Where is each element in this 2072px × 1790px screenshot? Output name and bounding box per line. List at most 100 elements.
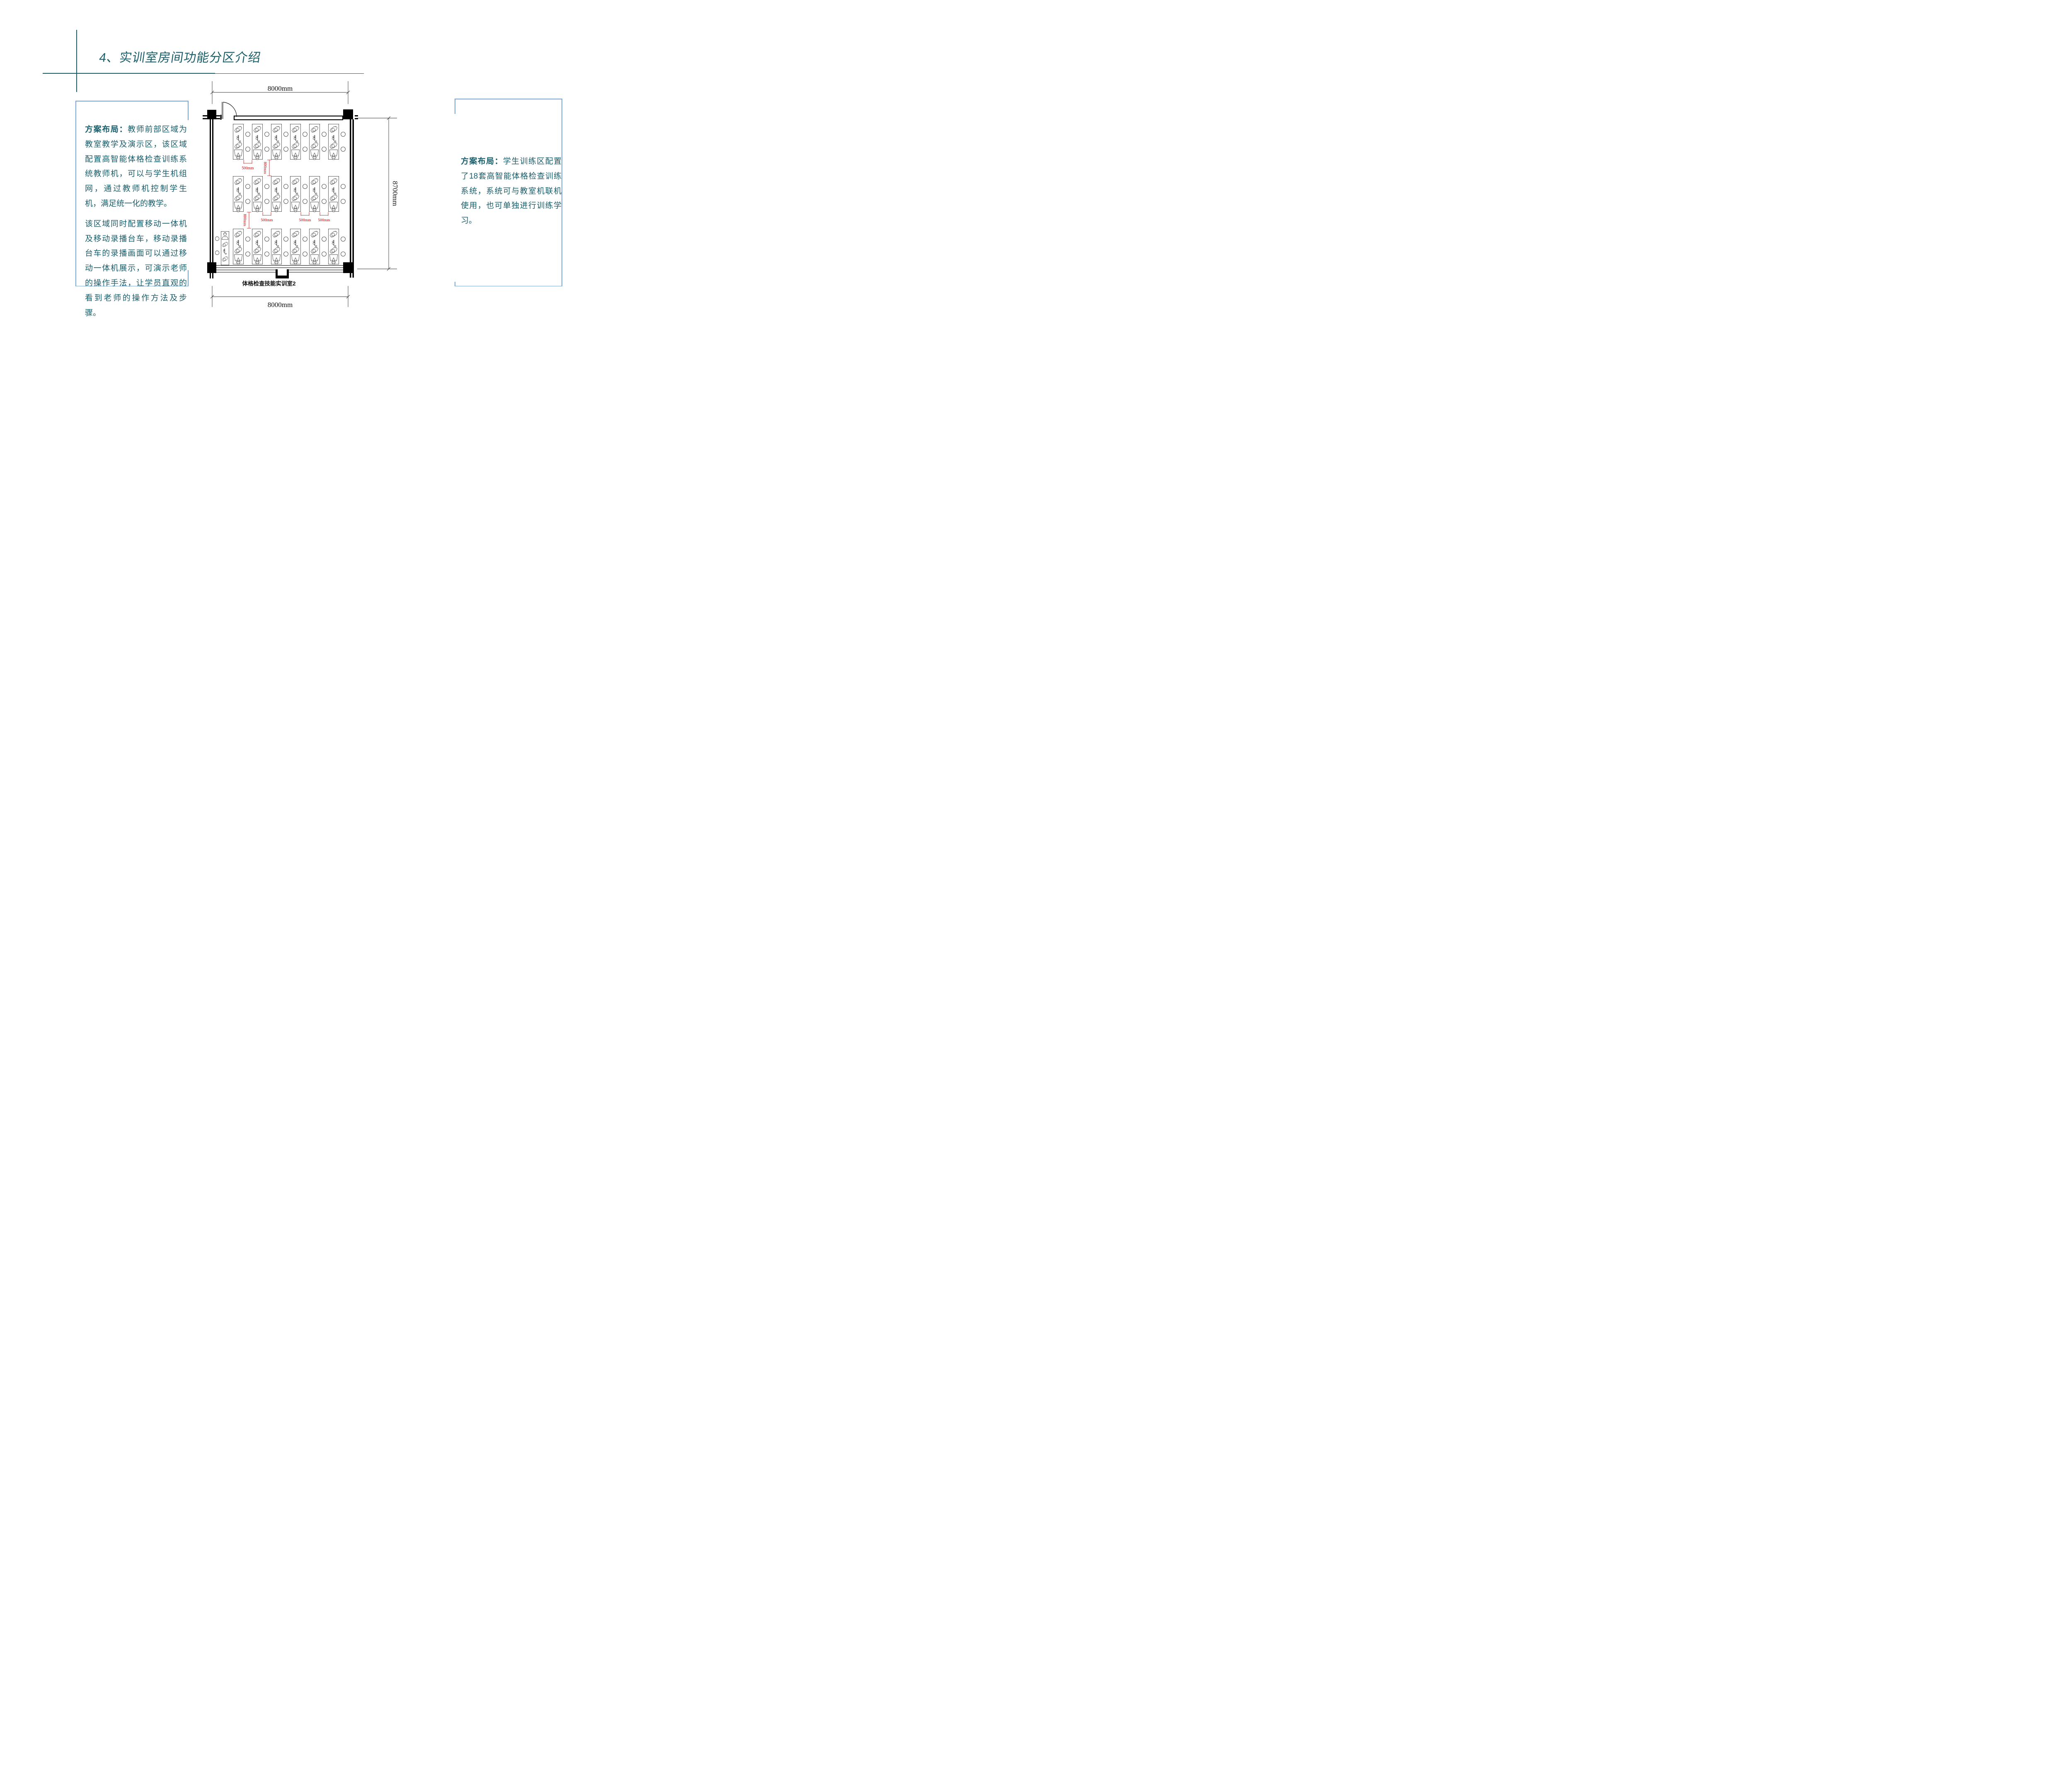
- stool: [264, 184, 269, 189]
- wall-stubs: [203, 115, 358, 278]
- stool: [283, 199, 288, 204]
- stool: [341, 199, 346, 204]
- student-station: [271, 229, 281, 264]
- student-station: [309, 124, 320, 160]
- student-station: [290, 229, 300, 264]
- room-caption: 体格检查技能实训室2: [242, 280, 295, 287]
- dim-gap-800mm-rows-1-2: 800mm: [263, 160, 271, 176]
- column-bottom-right: [343, 262, 354, 273]
- column-top-left: [207, 110, 216, 119]
- dimension-right-8700mm: 8700mm: [357, 116, 399, 271]
- stool: [341, 237, 346, 242]
- svg-text:500mm: 500mm: [299, 218, 311, 223]
- stool: [322, 237, 327, 242]
- right-description-panel: 方案布局：学生训练区配置了18套高智能体格检查训练系统，系统可与教室机联机使用，…: [461, 154, 562, 228]
- dim-gap-800mm-rows-2-3: 800mm: [242, 212, 251, 229]
- stool: [341, 184, 346, 189]
- student-station: [271, 124, 281, 160]
- student-station: [252, 176, 262, 212]
- stool: [303, 147, 307, 152]
- left-panel-label: 方案布局：: [85, 125, 128, 134]
- right-panel-paragraph: 方案布局：学生训练区配置了18套高智能体格检查训练系统，系统可与教室机联机使用，…: [461, 157, 562, 225]
- stool: [341, 252, 346, 256]
- slide-canvas: 4、实训室房间功能分区介绍 方案布局：教师前部区域为教室教学及演示区，该区域配置…: [0, 0, 637, 358]
- stool: [303, 184, 307, 189]
- stool: [264, 199, 269, 204]
- stations-layer: [215, 124, 346, 265]
- bottom-wall-bay: [276, 269, 289, 278]
- student-station: [290, 176, 300, 212]
- column-top-right: [343, 109, 353, 119]
- wall-right-outer: [352, 119, 354, 263]
- left-panel-paragraph-2: 该区域同时配置移动一体机及移动录播台车，移动录播台车的录播画面可以通过移动一体机…: [85, 219, 187, 317]
- left-panel-border-right-bottom-segment: [188, 270, 189, 286]
- student-station: [233, 229, 243, 264]
- door: [222, 102, 237, 119]
- left-panel-border-left: [75, 101, 76, 286]
- dimension-bottom-label: 8000mm: [268, 301, 293, 309]
- title-underline-thin: [215, 73, 364, 74]
- wall-right-inner: [350, 119, 351, 263]
- right-panel-label: 方案布局：: [461, 157, 503, 166]
- stool: [245, 252, 250, 256]
- column-bottom-left: [207, 262, 216, 273]
- plan-red-dimensions: 500mm 800mm 800mm 500mm 500mm 500mm: [242, 160, 330, 229]
- student-station: [328, 229, 339, 264]
- dim-gap-500mm-row1: 500mm: [242, 160, 254, 171]
- svg-text:800mm: 800mm: [263, 162, 267, 174]
- left-panel-border-right-top-segment: [188, 101, 189, 120]
- stool: [322, 252, 327, 256]
- stool: [245, 237, 250, 242]
- teacher-station: [221, 231, 229, 265]
- stool: [303, 199, 307, 204]
- stool: [283, 237, 288, 242]
- dim-gap-500mm-row2-b: 500mm: [299, 212, 311, 223]
- student-station: [233, 176, 243, 212]
- student-station: [309, 229, 320, 264]
- student-station: [309, 176, 320, 212]
- stool: [303, 132, 307, 137]
- left-panel-paragraph-1: 方案布局：教师前部区域为教室教学及演示区，该区域配置高智能体格检查训练系统教师机…: [85, 125, 187, 208]
- student-station: [271, 176, 281, 212]
- stool: [322, 147, 327, 152]
- stool: [245, 184, 250, 189]
- student-station: [252, 229, 262, 264]
- wall-left-inner: [212, 119, 213, 263]
- dim-gap-500mm-row2-a: 500mm: [261, 212, 273, 223]
- student-station: [328, 124, 339, 160]
- stool: [322, 184, 327, 189]
- dimension-bottom-8000mm: 8000mm: [210, 286, 350, 309]
- stool: [283, 132, 288, 137]
- stool: [245, 199, 250, 204]
- stool: [322, 199, 327, 204]
- teacher-stool: [215, 236, 220, 241]
- dimension-right-label: 8700mm: [391, 181, 399, 206]
- svg-text:500mm: 500mm: [242, 167, 254, 171]
- stool: [341, 132, 346, 137]
- title-underline-thick: [43, 73, 215, 74]
- stool: [245, 147, 250, 152]
- dimension-top-8000mm: 8000mm: [210, 81, 350, 104]
- stool: [283, 252, 288, 256]
- stool: [283, 184, 288, 189]
- student-station: [328, 176, 339, 212]
- left-panel-border-top: [75, 101, 189, 102]
- floor-plan: 8000mm 8000mm 8700mm: [203, 81, 399, 309]
- stool: [264, 147, 269, 152]
- svg-text:500mm: 500mm: [261, 218, 273, 223]
- stool: [245, 132, 250, 137]
- wall-top-band: [233, 115, 344, 121]
- room-walls: [203, 109, 358, 278]
- student-station: [290, 124, 300, 160]
- dimension-top-label: 8000mm: [268, 85, 293, 92]
- door-swing-arc: [223, 102, 237, 117]
- left-description-panel: 方案布局：教师前部区域为教室教学及演示区，该区域配置高智能体格检查训练系统教师机…: [85, 122, 187, 320]
- dim-gap-500mm-row2-c: 500mm: [318, 212, 330, 223]
- stool: [264, 252, 269, 256]
- student-station: [233, 124, 243, 160]
- stool: [322, 132, 327, 137]
- wall-left-outer: [210, 119, 211, 263]
- stool: [264, 237, 269, 242]
- svg-text:800mm: 800mm: [242, 214, 247, 226]
- right-panel-border-bottom: [455, 285, 562, 287]
